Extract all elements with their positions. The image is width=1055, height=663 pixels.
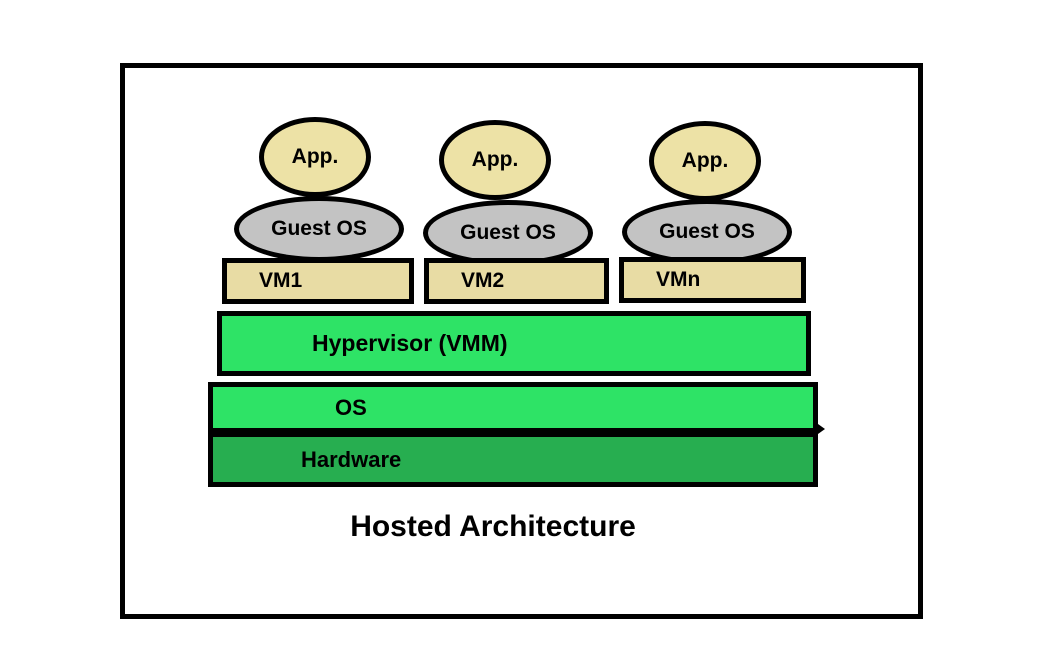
os-label: OS (335, 394, 367, 420)
vm1-box: VM1 (222, 258, 414, 304)
hardware-layer: Hardware (208, 432, 818, 487)
vmn-label: VMn (656, 268, 701, 291)
app-ellipse-1: App. (259, 117, 371, 197)
guest-os-label-3: Guest OS (659, 220, 755, 243)
app-label-3: App. (681, 149, 729, 172)
vmn-box: VMn (619, 257, 806, 303)
vm2-label: VM2 (461, 269, 505, 292)
vm2-box: VM2 (424, 258, 609, 304)
vm1-label: VM1 (259, 269, 303, 292)
guest-os-ellipse-3: Guest OS (622, 199, 792, 265)
app-label-1: App. (291, 145, 339, 168)
app-ellipse-2: App. (439, 120, 551, 200)
app-label-2: App. (471, 148, 519, 171)
guest-os-ellipse-1: Guest OS (234, 196, 404, 262)
guest-os-ellipse-2: Guest OS (423, 200, 593, 266)
diagram-title: Hosted Architecture (350, 510, 636, 543)
hardware-label: Hardware (301, 446, 402, 472)
hypervisor-label: Hypervisor (VMM) (312, 330, 508, 356)
os-layer-edge-notch (818, 424, 825, 434)
guest-os-label-2: Guest OS (460, 221, 556, 244)
hypervisor-layer: Hypervisor (VMM) (217, 311, 811, 376)
os-layer: OS (208, 382, 818, 433)
app-ellipse-3: App. (649, 121, 761, 201)
guest-os-label-1: Guest OS (271, 217, 367, 240)
